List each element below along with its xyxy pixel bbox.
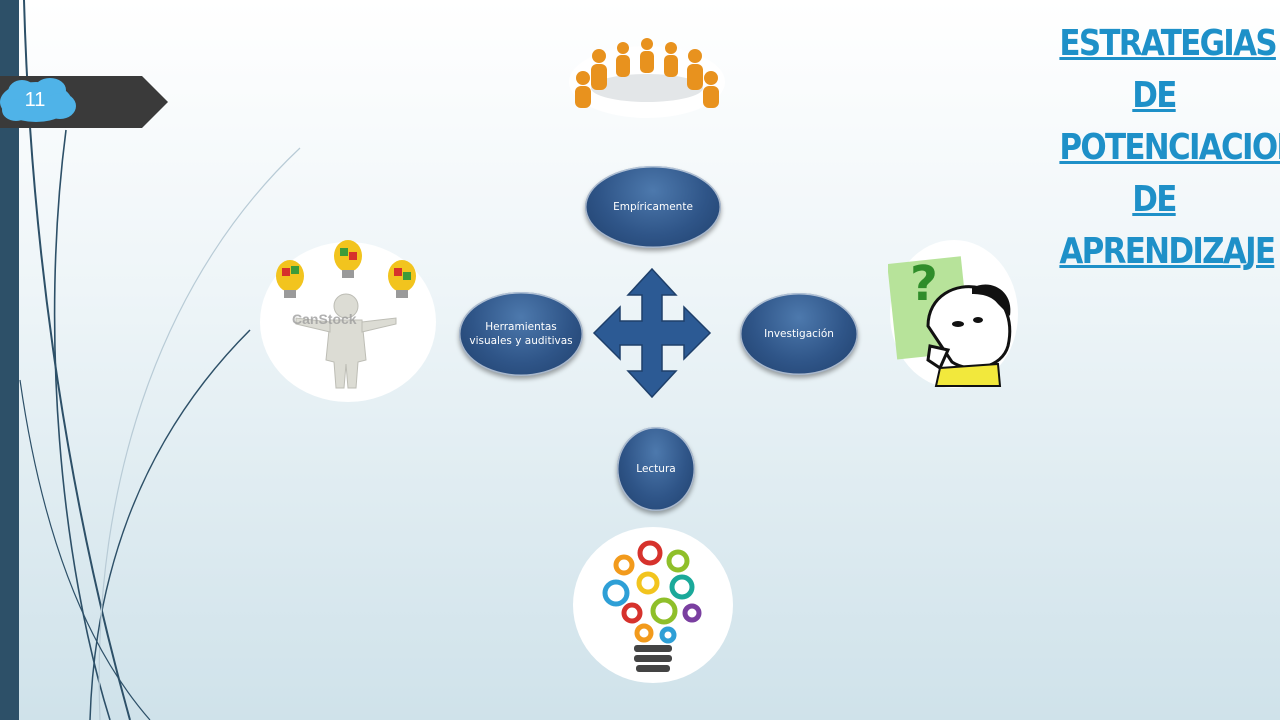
node-lectura: Lectura bbox=[617, 427, 695, 511]
slide-title: ESTRATEGIAS DE POTENCIACION DE APRENDIZA… bbox=[1044, 18, 1280, 278]
title-line: POTENCIACION bbox=[1059, 127, 1280, 168]
four-way-arrow-icon bbox=[592, 267, 712, 399]
slide-number: 11 bbox=[24, 89, 46, 111]
title-line: DE bbox=[1132, 75, 1177, 116]
thinking-man-question-icon: ? bbox=[888, 240, 1018, 388]
gears-lightbulb-icon bbox=[573, 527, 733, 683]
lightbulb-icon bbox=[334, 240, 362, 278]
svg-text:?: ? bbox=[910, 256, 938, 312]
lightbulb-icon bbox=[388, 260, 416, 298]
canstock-watermark: CanStock bbox=[292, 311, 357, 327]
figure-puzzle-lightbulbs-icon: CanStock bbox=[260, 240, 436, 402]
lightbulb-icon bbox=[276, 260, 304, 298]
title-line: DE bbox=[1132, 179, 1177, 220]
left-sidebar-bar bbox=[0, 0, 19, 720]
node-herramientas: Herramientas visuales y auditivas bbox=[459, 292, 583, 376]
node-investigacion: Investigación bbox=[740, 293, 858, 375]
cloud-icon bbox=[0, 78, 76, 122]
people-meeting-icon bbox=[569, 38, 725, 118]
title-line: ESTRATEGIAS bbox=[1059, 23, 1277, 64]
node-empiricamente: Empíricamente bbox=[585, 166, 721, 248]
slide-number-tab bbox=[0, 76, 168, 128]
title-line: APRENDIZAJE bbox=[1059, 231, 1276, 272]
